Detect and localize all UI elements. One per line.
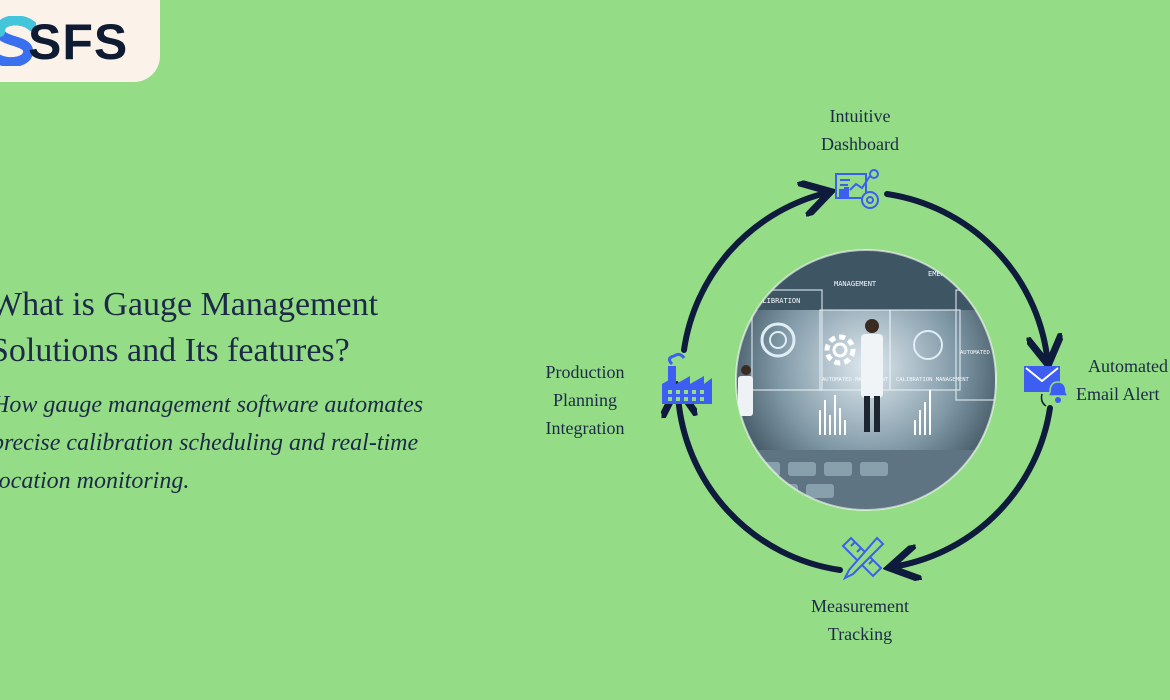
screen-bars	[819, 390, 931, 435]
gear-icon	[824, 334, 856, 366]
factory-icon	[662, 352, 712, 404]
center-illustration: CALIBRATION MANAGEMENT EMENT AUTOMATED M…	[736, 250, 996, 510]
step-label-production-line3: Integration	[545, 418, 625, 438]
arrow-dashboard-to-email	[884, 191, 1047, 356]
step-label-email-line2: Email Alert	[1076, 384, 1160, 404]
second-figure	[738, 365, 753, 416]
step-label-production-line2: Planning	[552, 390, 617, 410]
arrow-production-to-dashboard	[681, 194, 822, 353]
step-label-measurement-line2: Tracking	[827, 624, 893, 644]
logo: SFS	[0, 0, 160, 82]
step-label-dashboard: Intuitive Dashboard	[790, 102, 930, 158]
feature-cycle-diagram: CALIBRATION MANAGEMENT EMENT AUTOMATED M…	[520, 90, 1170, 670]
step-label-dashboard-line1: Intuitive	[829, 106, 891, 126]
step-label-production-line1: Production	[545, 362, 625, 382]
image-label-top: MANAGEMENT	[834, 280, 877, 288]
cycle-svg: CALIBRATION MANAGEMENT EMENT AUTOMATED M…	[520, 169, 1070, 670]
cycle-arrows	[678, 194, 1050, 570]
image-label-top-right: EMENT	[928, 270, 950, 278]
engineer-figure	[861, 319, 883, 432]
image-label-left: CALIBRATION	[754, 297, 800, 305]
dashboard-icon	[835, 169, 879, 209]
arrow-measurement-to-production	[678, 396, 843, 573]
logo-mark-icon	[0, 16, 36, 66]
image-label-right: AUTOMATED	[960, 350, 990, 356]
subtitle: How gauge management software automates …	[0, 392, 424, 494]
email-alert-icon	[1024, 366, 1070, 407]
page-title: What is Gauge Management Solutions and I…	[0, 282, 470, 374]
arrow-email-to-measurement	[898, 405, 1053, 566]
ruler-pencil-icon	[841, 536, 885, 581]
step-label-production: Production Planning Integration	[525, 358, 645, 442]
title-line-1: What is Gauge Management	[0, 286, 379, 323]
title-line-2: Solutions and Its features?	[0, 332, 350, 369]
logo-text: SFS	[28, 14, 129, 70]
step-label-measurement: Measurement Tracking	[785, 592, 935, 648]
step-label-email-line1: Automated	[1088, 356, 1168, 376]
step-label-measurement-line1: Measurement	[811, 596, 909, 616]
image-label-screen-right: CALIBRATION MANAGEMENT	[896, 377, 970, 383]
image-label-screen-center: AUTOMATED MANAGEMENT	[822, 377, 889, 383]
step-label-email: Automated Email Alert	[1076, 352, 1170, 408]
step-label-dashboard-line2: Dashboard	[821, 134, 899, 154]
